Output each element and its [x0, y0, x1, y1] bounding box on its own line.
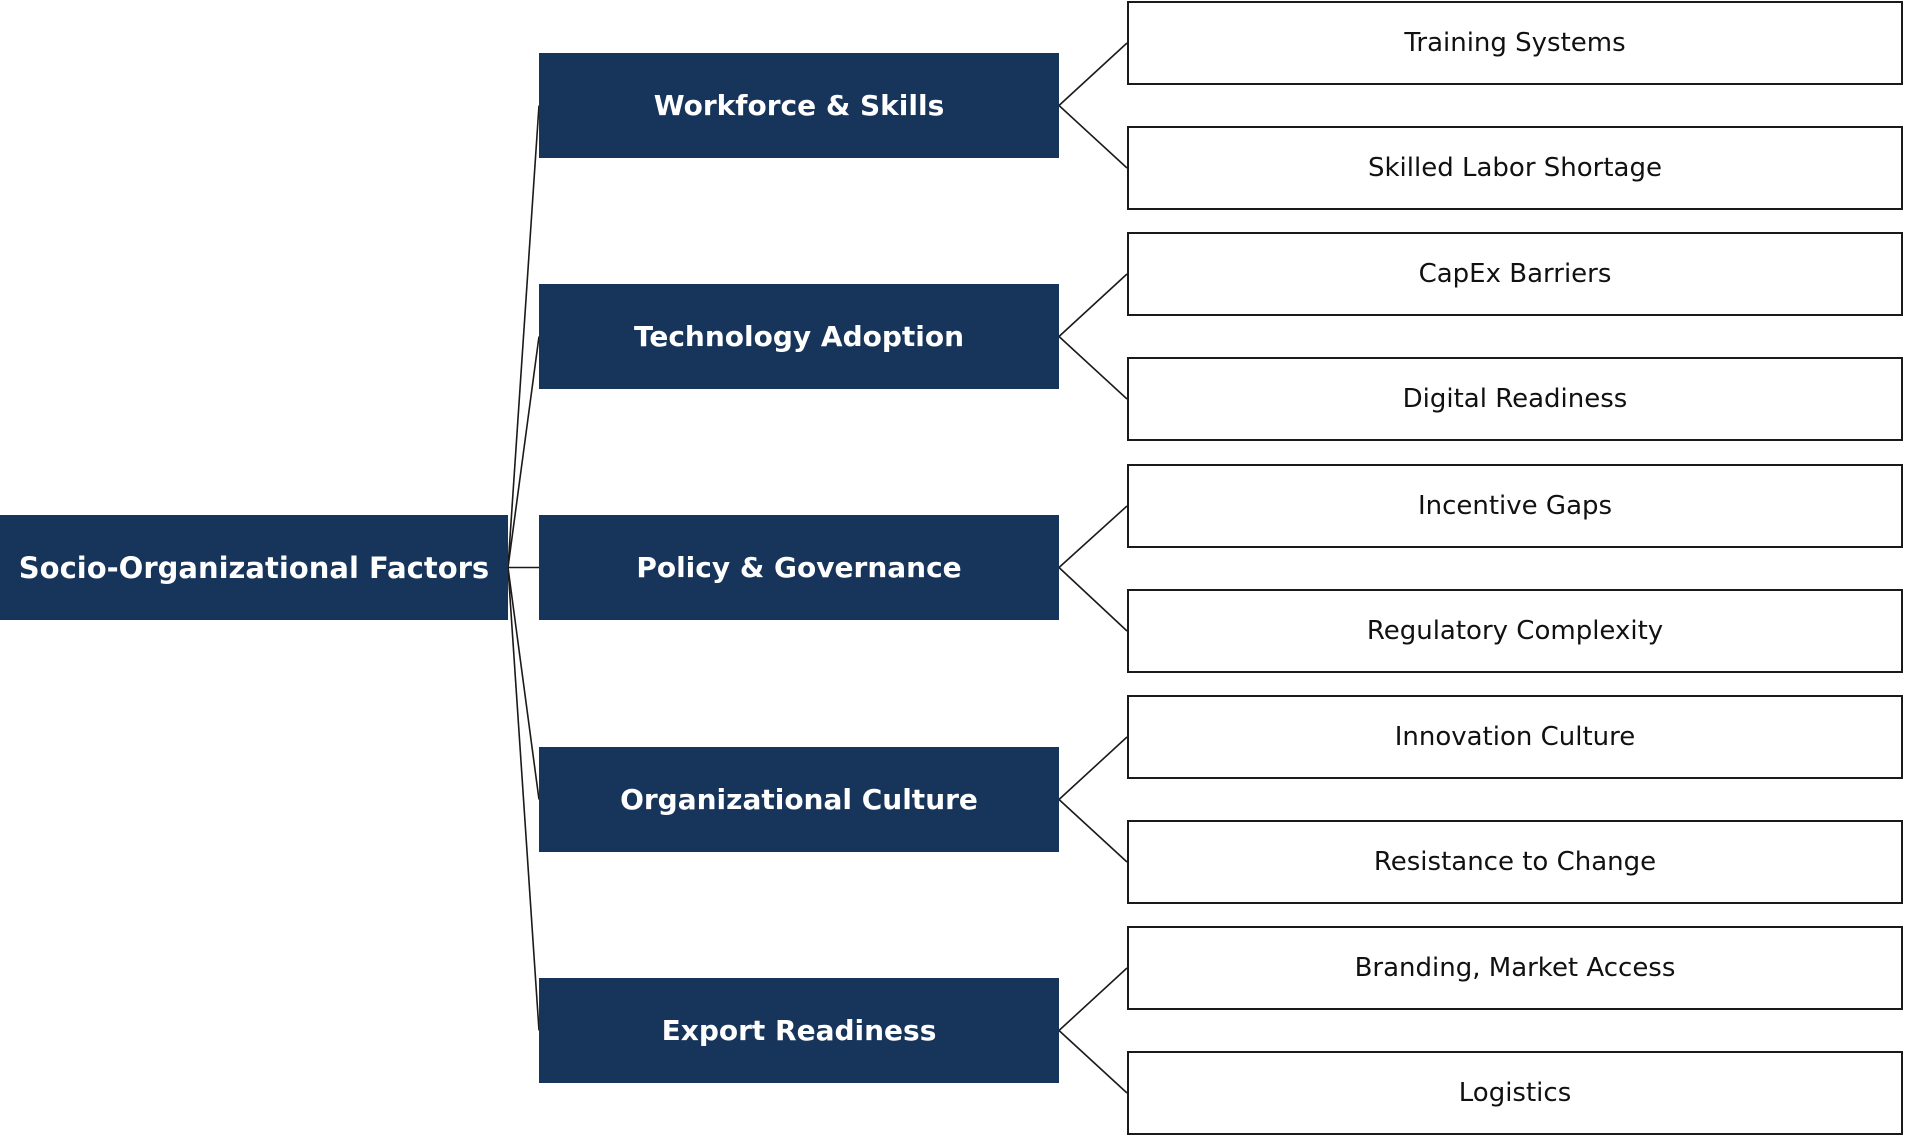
connector-line [1058, 273, 1128, 338]
connector-line [1058, 335, 1128, 400]
connector-line [507, 567, 540, 800]
leaf-node-training-systems: Training Systems [1127, 1, 1903, 85]
connector-line [1058, 505, 1128, 569]
leaf-node-label: Resistance to Change [1373, 847, 1657, 877]
connector-line [507, 567, 540, 1031]
leaf-node-label: Training Systems [1404, 28, 1626, 58]
root-node-socio-organizational-factors: Socio-Organizational Factors [0, 515, 508, 620]
connector-line [1058, 736, 1128, 801]
branch-node-label: Export Readiness [661, 1014, 937, 1047]
connector-line [1058, 967, 1128, 1032]
leaf-node-resistance-to-change: Resistance to Change [1127, 820, 1903, 904]
leaf-node-innovation-culture: Innovation Culture [1127, 695, 1903, 779]
leaf-node-label: Logistics [1458, 1078, 1572, 1108]
connector-line [1058, 566, 1128, 632]
branch-node-label: Policy & Governance [636, 551, 962, 584]
leaf-node-label: Skilled Labor Shortage [1368, 153, 1662, 183]
leaf-node-branding-market-access: Branding, Market Access [1127, 926, 1903, 1010]
leaf-node-label: Incentive Gaps [1417, 491, 1613, 521]
connector-line [1058, 104, 1128, 169]
branch-node-workforce-skills: Workforce & Skills [539, 53, 1059, 158]
leaf-node-label: Innovation Culture [1394, 722, 1636, 752]
leaf-node-label: Regulatory Complexity [1366, 616, 1664, 646]
connector-line [507, 336, 540, 568]
branch-node-label: Organizational Culture [620, 783, 978, 816]
leaf-node-capex-barriers: CapEx Barriers [1127, 232, 1903, 316]
leaf-node-label: CapEx Barriers [1418, 259, 1612, 289]
branch-node-organizational-culture: Organizational Culture [539, 747, 1059, 852]
branch-node-policy-governance: Policy & Governance [539, 515, 1059, 620]
leaf-node-digital-readiness: Digital Readiness [1127, 357, 1903, 441]
leaf-node-logistics: Logistics [1127, 1051, 1903, 1135]
leaf-node-incentive-gaps: Incentive Gaps [1127, 464, 1903, 548]
connector-line [1058, 42, 1128, 107]
leaf-node-regulatory-complexity: Regulatory Complexity [1127, 589, 1903, 673]
root-node-label: Socio-Organizational Factors [18, 550, 490, 585]
leaf-node-label: Digital Readiness [1402, 384, 1628, 414]
connector-line [1058, 798, 1128, 863]
leaf-node-label: Branding, Market Access [1354, 953, 1676, 983]
connector-line [507, 105, 540, 568]
branch-node-technology-adoption: Technology Adoption [539, 284, 1059, 389]
connector-line [1058, 1029, 1128, 1094]
branch-node-label: Workforce & Skills [653, 89, 945, 122]
branch-node-export-readiness: Export Readiness [539, 978, 1059, 1083]
leaf-node-skilled-labor-shortage: Skilled Labor Shortage [1127, 126, 1903, 210]
branch-node-label: Technology Adoption [633, 320, 965, 353]
